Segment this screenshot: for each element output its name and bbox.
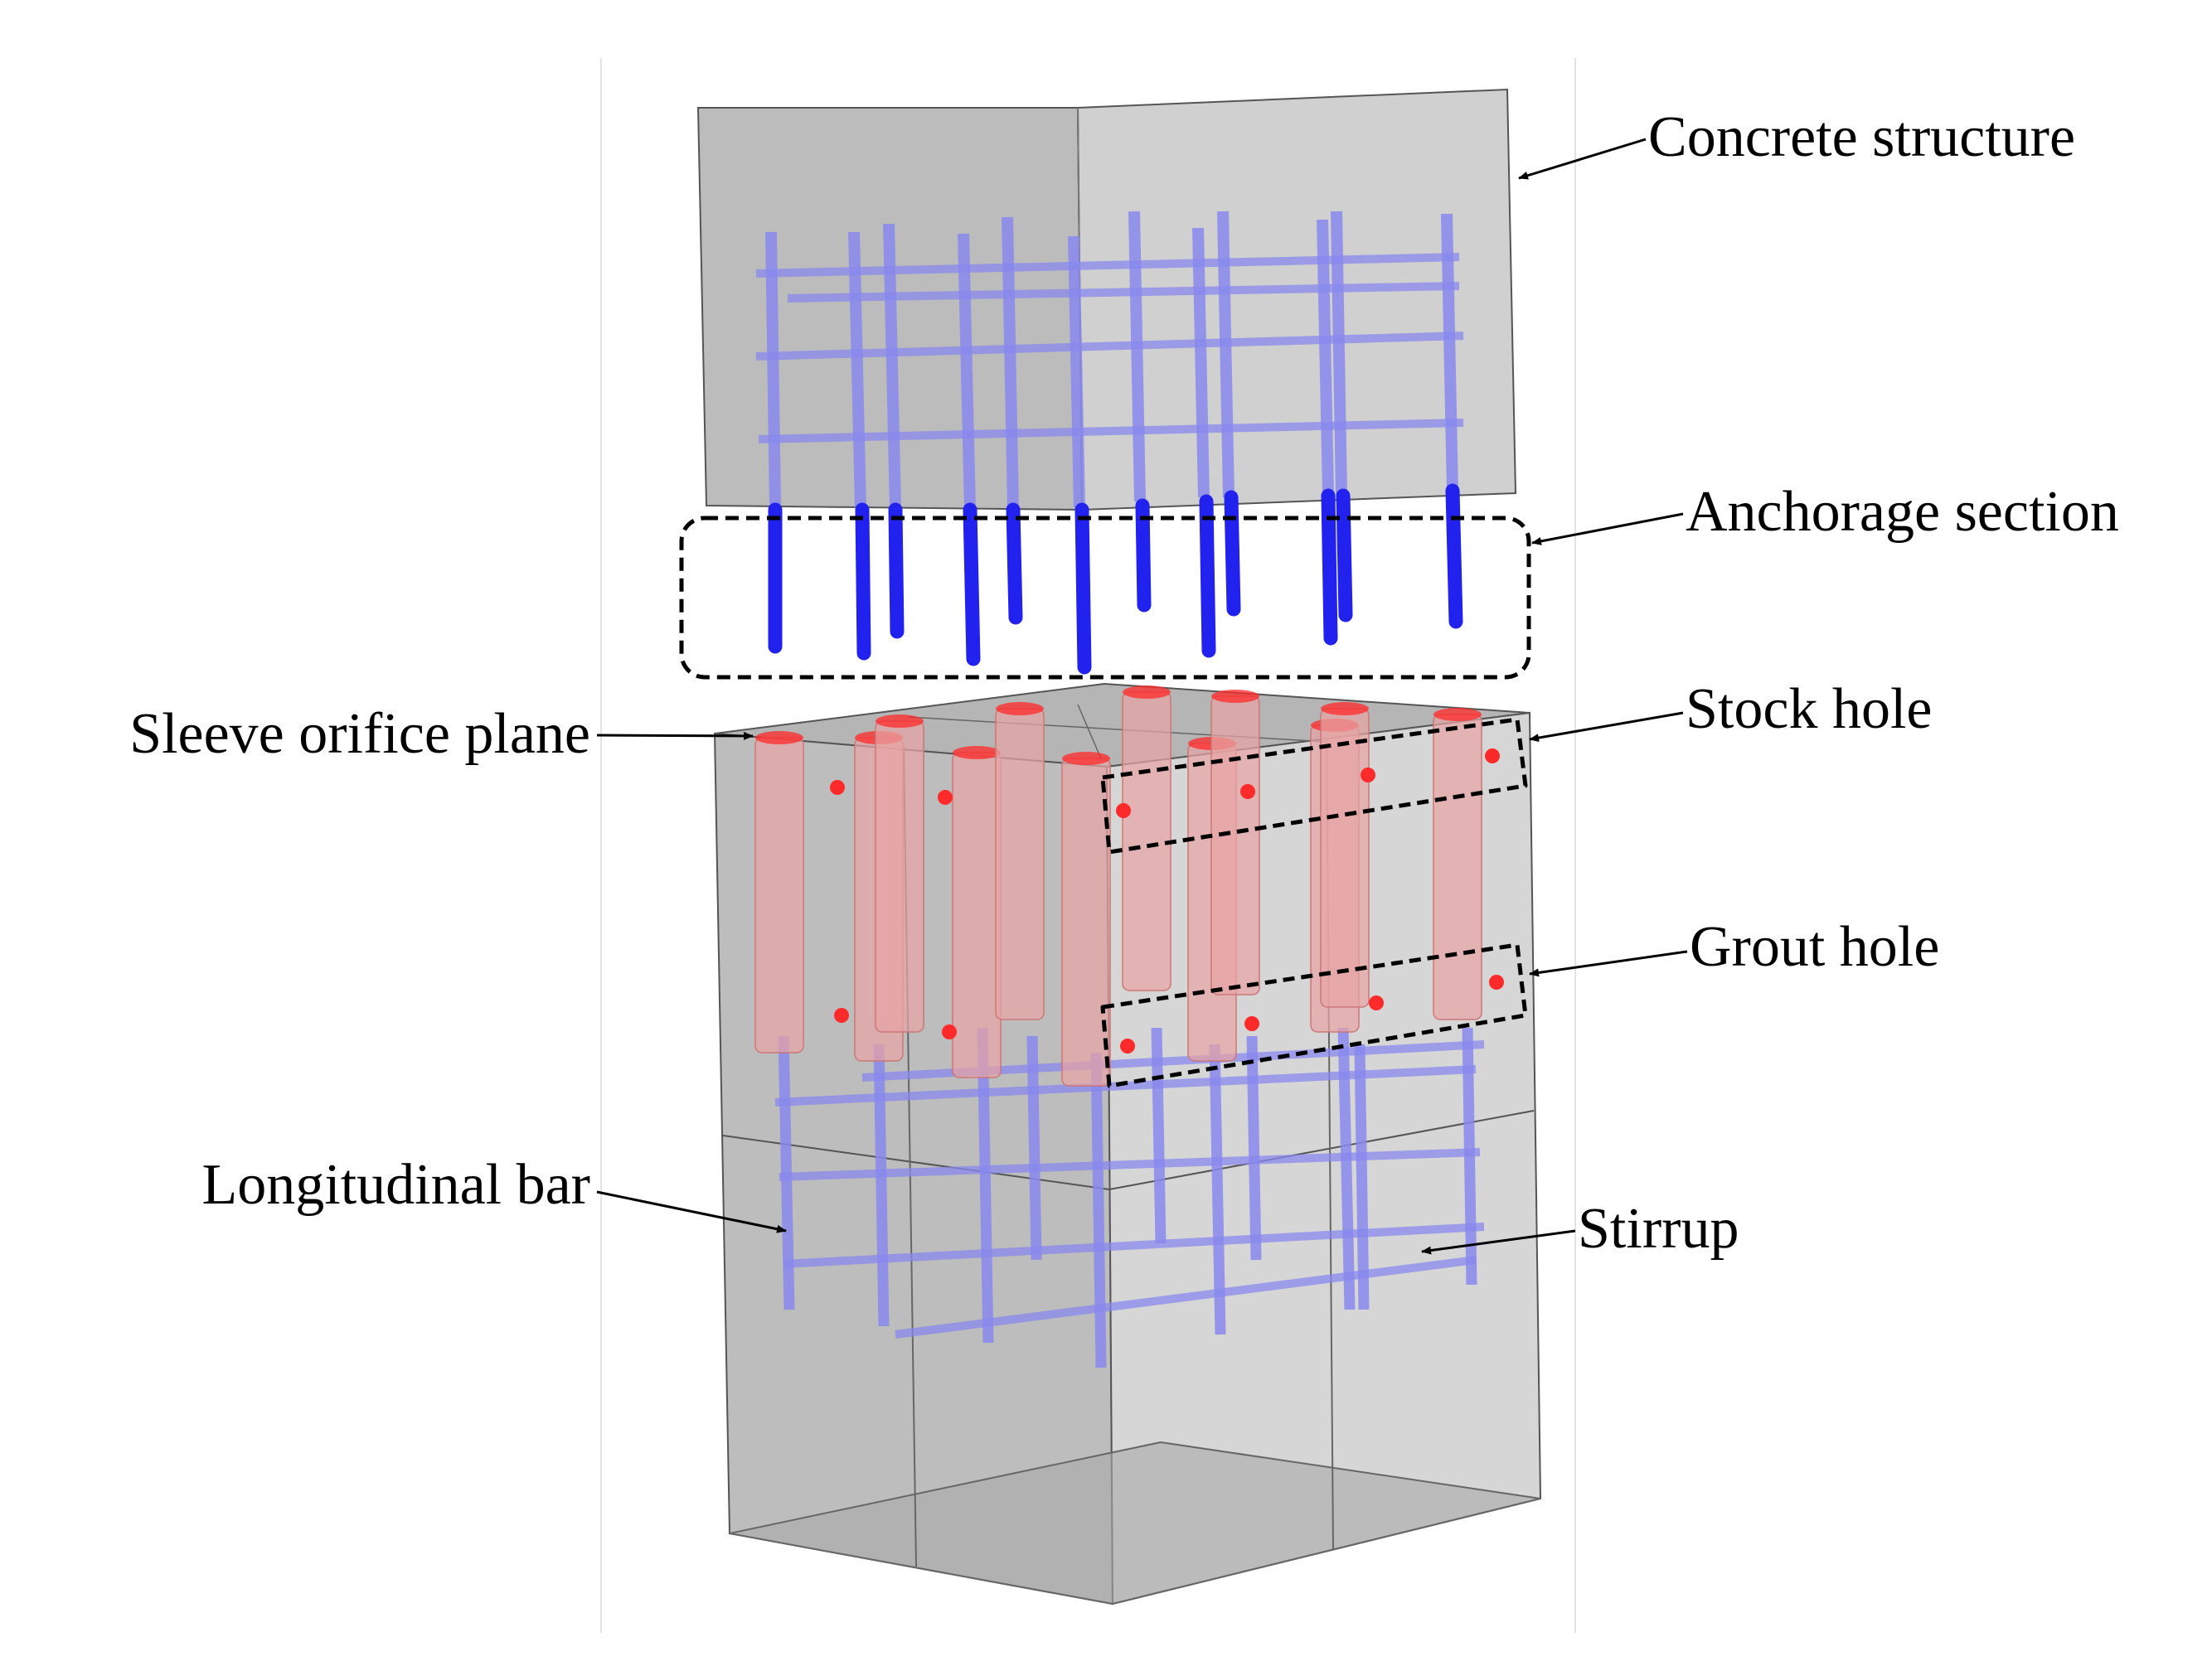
bottom-longitudinal-bar-3 bbox=[1026, 1035, 1042, 1261]
anchorage-bar-1 bbox=[855, 502, 871, 661]
bottom-block-base-face bbox=[729, 1441, 1541, 1606]
bottom-longitudinal-bar-4 bbox=[1090, 1052, 1107, 1368]
anchorage-bar-6 bbox=[1135, 498, 1152, 613]
sleeve-body-11 bbox=[1433, 714, 1482, 1020]
top-stirrup-1 bbox=[755, 332, 1464, 361]
bottom-longitudinal-bar-9 bbox=[1354, 1044, 1370, 1310]
sleeve-top-ring-6 bbox=[1123, 685, 1171, 699]
label-stirrup: Stirrup bbox=[1578, 1197, 1739, 1261]
label-stock-hole: Stock hole bbox=[1686, 677, 1932, 741]
top-longitudinal-bar-4 bbox=[1002, 216, 1019, 508]
bottom-block-rebar-cage bbox=[774, 1027, 1485, 1368]
grout-sleeves bbox=[754, 685, 1504, 1087]
sleeve-body-10 bbox=[1320, 708, 1370, 1008]
bottom-stirrup-0 bbox=[774, 1065, 1477, 1107]
anchorage-bar-4 bbox=[1006, 502, 1023, 625]
anchorage-bar-2 bbox=[888, 502, 905, 639]
sleeve-top-ring-5 bbox=[1062, 752, 1110, 765]
stock-hole-dot-2 bbox=[1116, 803, 1131, 818]
callouts bbox=[596, 138, 1688, 1255]
sleeve-orifice-plane-arrow bbox=[596, 731, 754, 740]
sleeve-body-8 bbox=[1210, 695, 1260, 995]
labels: Concrete structure Anchorage section Sle… bbox=[129, 105, 2119, 1261]
top-longitudinal-bar-0 bbox=[765, 231, 781, 506]
sleeve-top-ring-0 bbox=[755, 731, 803, 744]
bottom-stirrup-4 bbox=[895, 1256, 1477, 1339]
anchorage-bar-5 bbox=[1074, 502, 1092, 675]
top-longitudinal-bar-10 bbox=[1331, 211, 1347, 494]
top-longitudinal-bar-1 bbox=[848, 231, 866, 508]
label-longitudinal-bar: Longitudinal bar bbox=[201, 1153, 590, 1217]
sleeve-top-ring-11 bbox=[1433, 708, 1482, 721]
stock-hole-dot-3 bbox=[1240, 784, 1255, 799]
sleeve-body-0 bbox=[754, 737, 804, 1053]
label-grout-hole: Grout hole bbox=[1690, 915, 1939, 979]
anchorage-bar-8 bbox=[1224, 490, 1241, 617]
anchorage-bar-11 bbox=[1445, 483, 1463, 629]
grout-hole-dot-8 bbox=[1120, 1039, 1135, 1053]
label-sleeve-orifice-plane: Sleeve orifice plane bbox=[129, 702, 590, 766]
anchorage-bar-3 bbox=[963, 502, 981, 666]
grout-hole-dot-7 bbox=[942, 1024, 957, 1039]
grout-hole-arrow bbox=[1529, 950, 1688, 977]
grout-hole-dot-11 bbox=[1489, 975, 1504, 990]
top-stirrup-2 bbox=[758, 419, 1464, 443]
top-longitudinal-bar-7 bbox=[1192, 227, 1210, 498]
stock-hole-dot-4 bbox=[1361, 768, 1375, 782]
anchorage-section-arrow bbox=[1531, 512, 1684, 545]
label-concrete-structure: Concrete structure bbox=[1648, 105, 2075, 169]
bottom-longitudinal-bar-7 bbox=[1246, 1035, 1262, 1261]
concrete-structure-arrow bbox=[1518, 138, 1647, 180]
anchorage-bar-10 bbox=[1336, 488, 1353, 622]
sleeve-top-ring-2 bbox=[876, 714, 924, 728]
sleeve-body-6 bbox=[1122, 691, 1171, 991]
label-anchorage-section: Anchorage section bbox=[1686, 480, 2119, 544]
bottom-stirrup-2 bbox=[783, 1223, 1485, 1268]
top-longitudinal-bar-6 bbox=[1128, 211, 1146, 502]
top-longitudinal-bar-3 bbox=[958, 233, 976, 510]
bottom-longitudinal-bar-1 bbox=[873, 1044, 890, 1327]
stock-hole-dot-0 bbox=[830, 780, 845, 795]
sleeve-top-ring-8 bbox=[1211, 690, 1259, 703]
top-longitudinal-bar-8 bbox=[1217, 211, 1235, 498]
sleeve-body-5 bbox=[1061, 758, 1111, 1087]
bottom-longitudinal-bar-8 bbox=[1337, 1027, 1356, 1310]
stock-hole-box bbox=[1100, 717, 1528, 855]
top-block-rebar-cage bbox=[755, 211, 1464, 510]
sleeve-body-3 bbox=[952, 752, 1002, 1078]
bottom-longitudinal-bar-6 bbox=[1209, 1044, 1226, 1335]
grout-hole-dot-6 bbox=[834, 1008, 849, 1023]
bottom-block-mid-seam-right bbox=[1108, 1110, 1535, 1190]
sleeve-body-2 bbox=[875, 720, 924, 1033]
top-stirrup-3 bbox=[787, 282, 1460, 303]
sleeve-body-4 bbox=[995, 708, 1045, 1020]
top-stirrup-0 bbox=[755, 253, 1460, 278]
anchorage-section-box bbox=[679, 516, 1531, 680]
top-longitudinal-bar-5 bbox=[1068, 235, 1085, 508]
top-longitudinal-bar-9 bbox=[1317, 219, 1334, 494]
bottom-longitudinal-bar-2 bbox=[977, 1027, 994, 1344]
grout-hole-dot-10 bbox=[1369, 995, 1384, 1010]
stock-hole-dot-5 bbox=[1485, 748, 1500, 763]
sleeve-top-ring-4 bbox=[996, 702, 1044, 715]
anchorage-bar-7 bbox=[1199, 494, 1216, 658]
longitudinal-bar-arrow bbox=[596, 1190, 787, 1233]
stock-hole-dot-1 bbox=[938, 790, 953, 805]
stirrup-arrow bbox=[1421, 1229, 1576, 1255]
sleeve-top-ring-3 bbox=[953, 746, 1001, 759]
stock-hole-arrow bbox=[1529, 711, 1684, 743]
sleeve-top-ring-10 bbox=[1321, 702, 1369, 715]
grout-hole-dot-9 bbox=[1244, 1016, 1259, 1031]
grout-hole-box bbox=[1100, 942, 1528, 1088]
bottom-stirrup-1 bbox=[779, 1148, 1481, 1181]
